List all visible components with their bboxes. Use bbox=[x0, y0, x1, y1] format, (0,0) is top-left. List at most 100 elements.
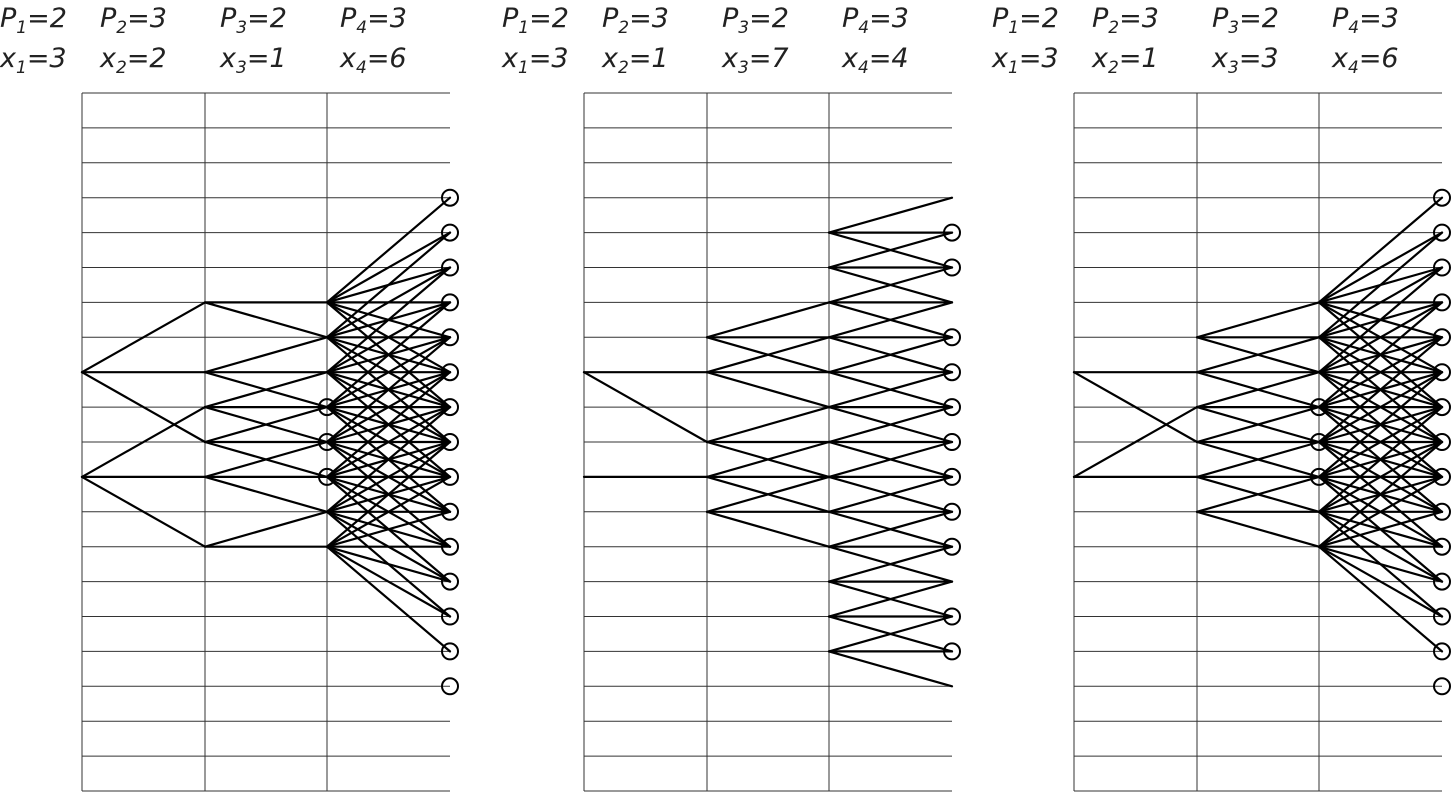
lattice-edge bbox=[1195, 301, 1321, 339]
lattice-edge bbox=[203, 301, 329, 339]
param-x2-label: x2=1 bbox=[1091, 43, 1159, 78]
param-x2-label-subscript: 2 bbox=[618, 58, 629, 78]
param-x2-label-subscript: 2 bbox=[116, 58, 127, 78]
leaf-circle bbox=[441, 467, 459, 486]
lattice-edge bbox=[203, 510, 329, 548]
param-x3-label-value: =3 bbox=[1239, 43, 1279, 74]
leaf-circle bbox=[1433, 607, 1451, 626]
param-p2-label-subscript: 2 bbox=[618, 18, 629, 38]
lattice-edge bbox=[827, 510, 954, 548]
lattice-edge bbox=[325, 196, 452, 304]
param-x1-label-value: =3 bbox=[1019, 43, 1059, 74]
lattice-edge bbox=[80, 475, 207, 548]
lattice-edge bbox=[1317, 266, 1444, 374]
lattice-edge bbox=[1072, 371, 1199, 444]
param-x3-label-symbol: x bbox=[219, 43, 237, 74]
param-p2-label: P2=3 bbox=[100, 3, 167, 38]
param-p4-label-value: =3 bbox=[1359, 3, 1399, 34]
leaf-circle bbox=[441, 537, 459, 556]
param-x4-label-symbol: x bbox=[841, 43, 859, 74]
param-x3-label-subscript: 3 bbox=[738, 58, 749, 78]
leaf-circle bbox=[1433, 642, 1451, 661]
param-x3-label: x3=7 bbox=[721, 43, 789, 78]
lattice-edge bbox=[1317, 371, 1444, 478]
leaf-circle bbox=[1433, 328, 1451, 347]
lattice-edge bbox=[1317, 406, 1444, 513]
param-x4-label-value: =6 bbox=[367, 43, 407, 74]
lattice-edge bbox=[1195, 371, 1321, 409]
lattice-edge bbox=[325, 406, 452, 478]
lattice-edge bbox=[325, 545, 452, 583]
leaf-circle bbox=[943, 642, 961, 661]
lattice-edge bbox=[325, 231, 452, 339]
param-p1-label-symbol: P bbox=[0, 3, 17, 34]
param-x4-label: x4=4 bbox=[841, 43, 909, 78]
param-x2-label-subscript: 2 bbox=[1108, 58, 1119, 78]
param-p4-label: P4=3 bbox=[842, 3, 909, 38]
param-x2-label-value: =1 bbox=[1119, 43, 1159, 74]
lattice-edge bbox=[705, 510, 831, 548]
param-x1-label-subscript: 1 bbox=[1008, 58, 1019, 78]
lattice-edge bbox=[203, 371, 329, 409]
lattice-diagram-2: P1=2x1=3P2=3x2=1P3=2x3=7P4=3x4=4 bbox=[501, 3, 961, 792]
lattice-edge bbox=[325, 231, 452, 304]
param-x4-label-subscript: 4 bbox=[1348, 58, 1359, 78]
lattice-edge bbox=[1072, 406, 1199, 478]
node-circle bbox=[318, 433, 336, 451]
param-x4-label-value: =6 bbox=[1359, 43, 1399, 74]
lattice-edge bbox=[1317, 545, 1444, 618]
lattice-edge bbox=[80, 371, 207, 444]
lattice-edge bbox=[827, 336, 954, 374]
lattice-diagram-3: P1=2x1=3P2=3x2=1P3=2x3=3P4=3x4=6 bbox=[991, 3, 1451, 792]
node-circle bbox=[1310, 433, 1328, 451]
param-p4-label: P4=3 bbox=[1332, 3, 1399, 38]
lattice-edge bbox=[1317, 301, 1444, 409]
node-circle bbox=[1310, 467, 1328, 486]
param-x4-label-symbol: x bbox=[1331, 43, 1349, 74]
leaf-circle bbox=[441, 188, 459, 207]
lattice-edge bbox=[1317, 301, 1444, 374]
leaf-circle bbox=[441, 607, 459, 626]
lattice-edge bbox=[1317, 545, 1444, 653]
lattice-edge bbox=[827, 371, 954, 409]
lattice-edge bbox=[1317, 440, 1444, 513]
param-p3-label-symbol: P bbox=[1212, 3, 1229, 34]
node-circles bbox=[318, 188, 459, 696]
lattice-edge bbox=[705, 440, 831, 478]
param-p1-label: P1=2 bbox=[0, 3, 67, 38]
param-p1-label-subscript: 1 bbox=[16, 18, 27, 38]
lattice-edge bbox=[1317, 336, 1444, 444]
leaf-circle bbox=[943, 467, 961, 486]
lattice-edge bbox=[705, 406, 831, 444]
param-x1-label-symbol: x bbox=[0, 43, 17, 74]
leaf-circle bbox=[1433, 223, 1451, 242]
param-x4-label-value: =4 bbox=[869, 43, 909, 74]
leaf-circle bbox=[1433, 188, 1451, 207]
lattice-edge bbox=[325, 475, 452, 548]
lattice-edge bbox=[325, 440, 452, 513]
lattice-edge bbox=[325, 510, 452, 548]
param-x4-label: x4=6 bbox=[1331, 43, 1399, 78]
lattice-edge bbox=[325, 440, 452, 548]
param-p1-label-symbol: P bbox=[502, 3, 519, 34]
param-p3-label-subscript: 3 bbox=[1228, 18, 1239, 38]
leaf-circle bbox=[441, 677, 459, 696]
node-circle bbox=[318, 467, 336, 486]
leaf-circle bbox=[441, 398, 459, 417]
param-p4-label-symbol: P bbox=[340, 3, 357, 34]
leaf-circle bbox=[1433, 363, 1451, 382]
leaf-circle bbox=[441, 363, 459, 382]
param-p1-label-subscript: 1 bbox=[518, 18, 529, 38]
lattice-edge bbox=[1195, 406, 1321, 444]
param-p2-label-symbol: P bbox=[100, 3, 117, 34]
param-p1-label-value: =2 bbox=[27, 3, 67, 34]
lattice-diagram-1: P1=2x1=3P2=3x2=2P3=2x3=1P4=3x4=6 bbox=[0, 3, 459, 792]
param-x3-label-subscript: 3 bbox=[1228, 58, 1239, 78]
lattice-edge bbox=[325, 406, 452, 513]
lattice-edge bbox=[1317, 231, 1444, 304]
lattice-edge bbox=[827, 650, 954, 688]
lattice-edge bbox=[325, 266, 452, 339]
lattice-edge bbox=[325, 301, 452, 409]
param-p3-label-value: =2 bbox=[1239, 3, 1279, 34]
